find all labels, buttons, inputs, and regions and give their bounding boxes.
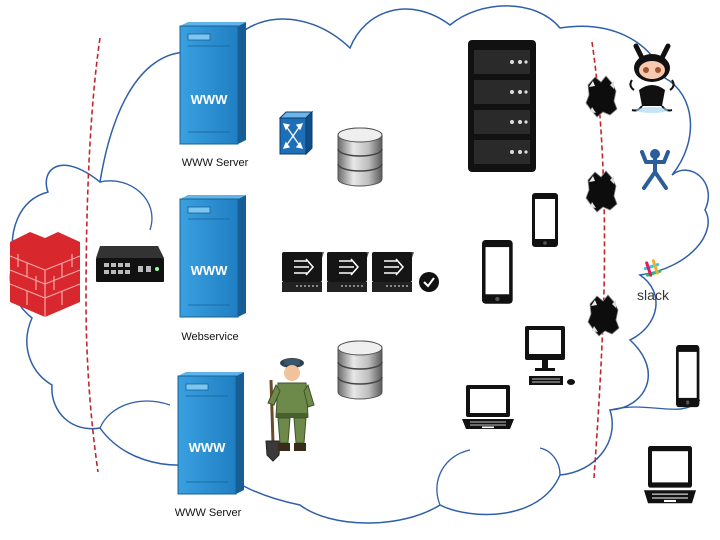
smartphone-icon-3 [676,345,700,408]
jenkins-icon [640,149,670,190]
rack-server-icon [468,40,536,172]
load-balancer-icon-2 [326,251,370,293]
slack-logo-icon [643,259,662,277]
slack-wordmark: slack [637,287,670,303]
webservice-label: Webservice [181,331,239,343]
load-balancer-icon-1 [281,251,325,293]
wall-hole-icon-3 [587,294,620,337]
webservice-server-badge: WWW [191,263,229,278]
www-server-top-badge: WWW [191,92,229,107]
smartphone-icon-2 [482,240,513,304]
inner-cloud-lobe-bottom [99,400,171,429]
inner-cloud-lobe-mid [436,449,471,506]
database-icon-bottom [337,340,383,400]
www-server-bottom-label: WWW Server [174,507,242,519]
inner-cloud-lobe-left [99,180,153,231]
wall-hole-icon-1 [585,75,618,118]
www-server-top-label: WWW Server [181,157,249,169]
laptop-icon-1 [461,384,515,430]
inner-cloud-lobe-right [539,447,561,476]
desktop-computer-icon [525,326,575,385]
router-icon [278,110,314,156]
load-balancer-icon-3 [371,251,415,293]
admin-figure-icon [265,358,315,462]
www-server-bottom-icon: WWW [177,371,245,495]
outer-cloud-boundary [9,5,710,524]
left-boundary-line [85,37,101,473]
wall-hole-icon-2 [585,170,618,213]
laptop-icon-2 [643,445,697,504]
firewall-icon [9,232,81,317]
switch-icon [96,246,164,282]
database-icon-top [337,127,383,187]
check-icon [419,272,439,292]
github-octocat-icon [629,43,675,113]
www-server-bottom-badge: WWW [189,440,227,455]
www-server-top-icon: WWW [179,21,247,145]
webservice-server-icon: WWW [179,194,247,318]
smartphone-icon-1 [532,193,558,247]
